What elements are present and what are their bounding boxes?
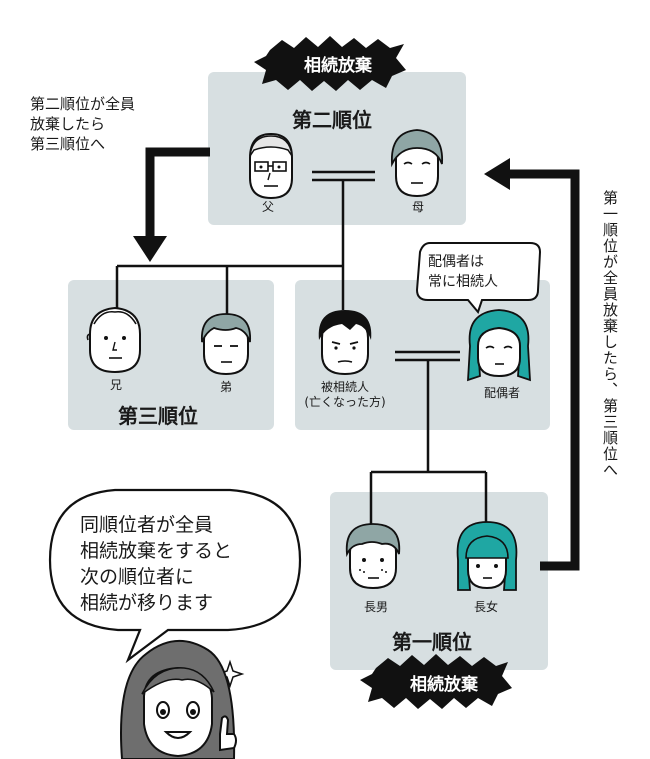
second-rank-title: 第二順位 (292, 108, 372, 132)
deceased-icon (318, 310, 372, 376)
spouse-bubble-shape (415, 242, 542, 315)
spouse-caption: 配偶者 (483, 386, 520, 400)
eldest-son-caption: 長男 (363, 600, 388, 614)
younger-brother-icon (201, 313, 251, 376)
speech-bubble-text: 同順位者が全員 相続放棄をすると 次の順位者に 相続が移ります (80, 514, 233, 614)
arrow-to-third-rank-right (505, 169, 580, 571)
mother-caption: 母 (411, 200, 424, 214)
arrow-to-third-rank (145, 147, 210, 240)
arrow-head-left (133, 236, 167, 262)
first-rank-title: 第一順位 (392, 630, 472, 654)
father-caption: 父 (261, 200, 274, 214)
bottom-badge-shape (360, 654, 512, 709)
left-note: 第二順位が全員 放棄したら 第三順位へ (30, 95, 136, 153)
top-badge-shape (254, 36, 406, 91)
elder-brother-icon (86, 306, 141, 374)
spouse-icon (467, 309, 531, 382)
father-icon (249, 132, 293, 200)
spouse-bubble-text: 配偶者は 常に相続人 (428, 254, 498, 290)
top-badge-label: 相続放棄 (304, 56, 372, 76)
right-note: 第一順位が全員放棄したら、第三順位へ (601, 190, 619, 478)
bottom-badge-label: 相続放棄 (410, 675, 478, 695)
arrow-head-right (484, 158, 510, 190)
third-rank-title: 第三順位 (118, 404, 198, 428)
woman-icon (120, 639, 237, 759)
speech-bubble-shape (48, 488, 302, 664)
mother-icon (391, 129, 443, 198)
eldest-daughter-icon (456, 521, 518, 591)
deceased-caption: 被相続人 (亡くなった方) (304, 380, 386, 409)
eldest-daughter-caption: 長女 (473, 600, 498, 614)
younger-brother-caption: 弟 (219, 380, 232, 394)
elder-brother-caption: 兄 (109, 378, 122, 392)
eldest-son-icon (345, 523, 401, 590)
